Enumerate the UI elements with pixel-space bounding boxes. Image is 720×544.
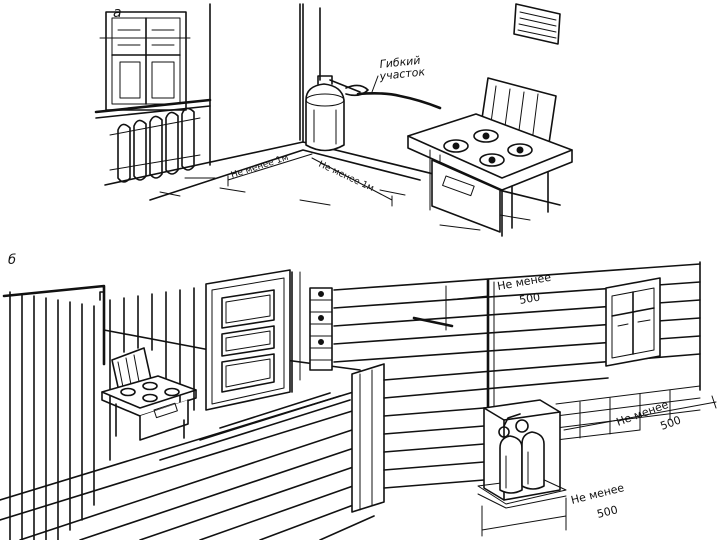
- panel-b-gas-cylinders: [498, 413, 545, 494]
- panel-b-wall-label-1: Не менее: [496, 271, 552, 293]
- panel-a-floor-label-2: Не менее 1м: [317, 160, 375, 194]
- panel-a-gas-stove: [407, 77, 573, 237]
- panel-b-wall-dimension: [445, 285, 489, 331]
- panel-b-wall-label-2: 500: [518, 291, 541, 307]
- panel-b-label: б: [8, 253, 16, 268]
- panel-a-radiator: [109, 107, 201, 183]
- panel-a-dimension-lines: [227, 153, 393, 207]
- panel-b-exterior-window: [605, 277, 661, 367]
- panel-b-brick-chimney: [309, 287, 333, 371]
- panel-b-bottom-dimension: [481, 497, 567, 537]
- panel-b-foundation-bricks: [555, 261, 701, 441]
- panel-b-bottom-label-1: Не менее: [570, 481, 626, 507]
- panel-a-window: [94, 11, 212, 119]
- panel-b-bottom-label-2: 500: [596, 503, 620, 521]
- panel-a-label: а: [113, 5, 122, 21]
- panel-a: а: [94, 3, 573, 237]
- panel-b: б: [0, 253, 717, 541]
- panel-b-right-label-2: 500: [659, 413, 683, 432]
- panel-b-right-dimension: [563, 395, 717, 431]
- panel-b-corner-post: [351, 363, 385, 513]
- flexible-section-label-2: участок: [378, 65, 426, 83]
- panel-a-floor-label-1: Не менее 1м: [230, 153, 290, 181]
- panel-b-floor-boards: [0, 389, 375, 541]
- panel-b-door: [205, 269, 301, 411]
- panel-a-floor-hatching: [159, 177, 531, 231]
- panel-b-gas-stove: [101, 347, 197, 441]
- panel-a-gas-cylinder: [305, 75, 369, 152]
- panel-a-flexible-hose: [356, 75, 442, 110]
- panel-a-vent-grille: [513, 3, 561, 45]
- flexible-section-label-1: Гибкий: [379, 54, 421, 71]
